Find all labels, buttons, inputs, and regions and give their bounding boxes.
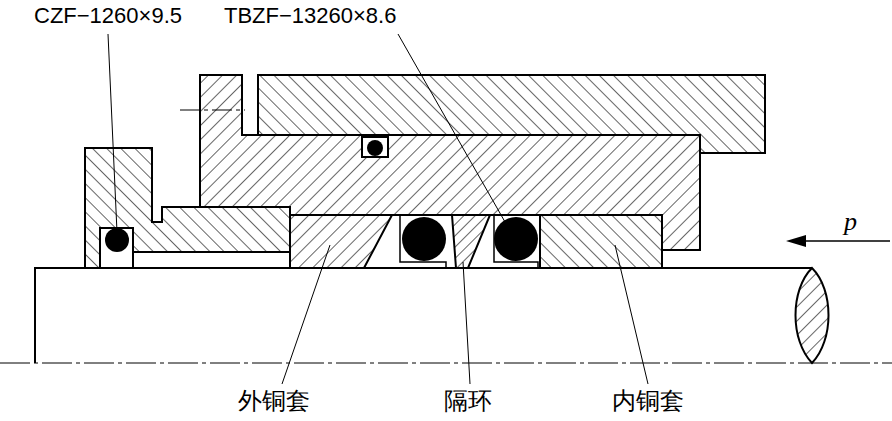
pressure-arrow [800,240,890,242]
o-ring [367,140,383,156]
part-name: 隔环 [442,388,494,414]
seal-ring [494,217,538,261]
leader-line [108,34,117,232]
o-ring-groove [100,228,133,268]
shaft-section [796,268,829,363]
leader-line [398,34,513,236]
leader-line [463,262,470,384]
outer-sleeve [290,215,392,268]
o-ring-groove [362,137,388,157]
shaft [35,268,812,363]
arrow-head [786,235,806,247]
part-code: CZF−1260×9.5 [32,4,184,28]
part-name: 内铜套 [610,388,686,414]
pressure-symbol: p [842,208,859,237]
ring-seat [490,215,538,268]
seal-ring [402,217,446,261]
leader-line [615,245,648,384]
ring-seat [392,215,446,268]
leader-line [282,245,330,384]
inner-sleeve [540,215,662,268]
part-code: TBZF−13260×8.6 [222,4,398,28]
center-line [0,363,892,364]
spacer-ring [452,215,490,268]
part-name: 外铜套 [236,388,312,414]
